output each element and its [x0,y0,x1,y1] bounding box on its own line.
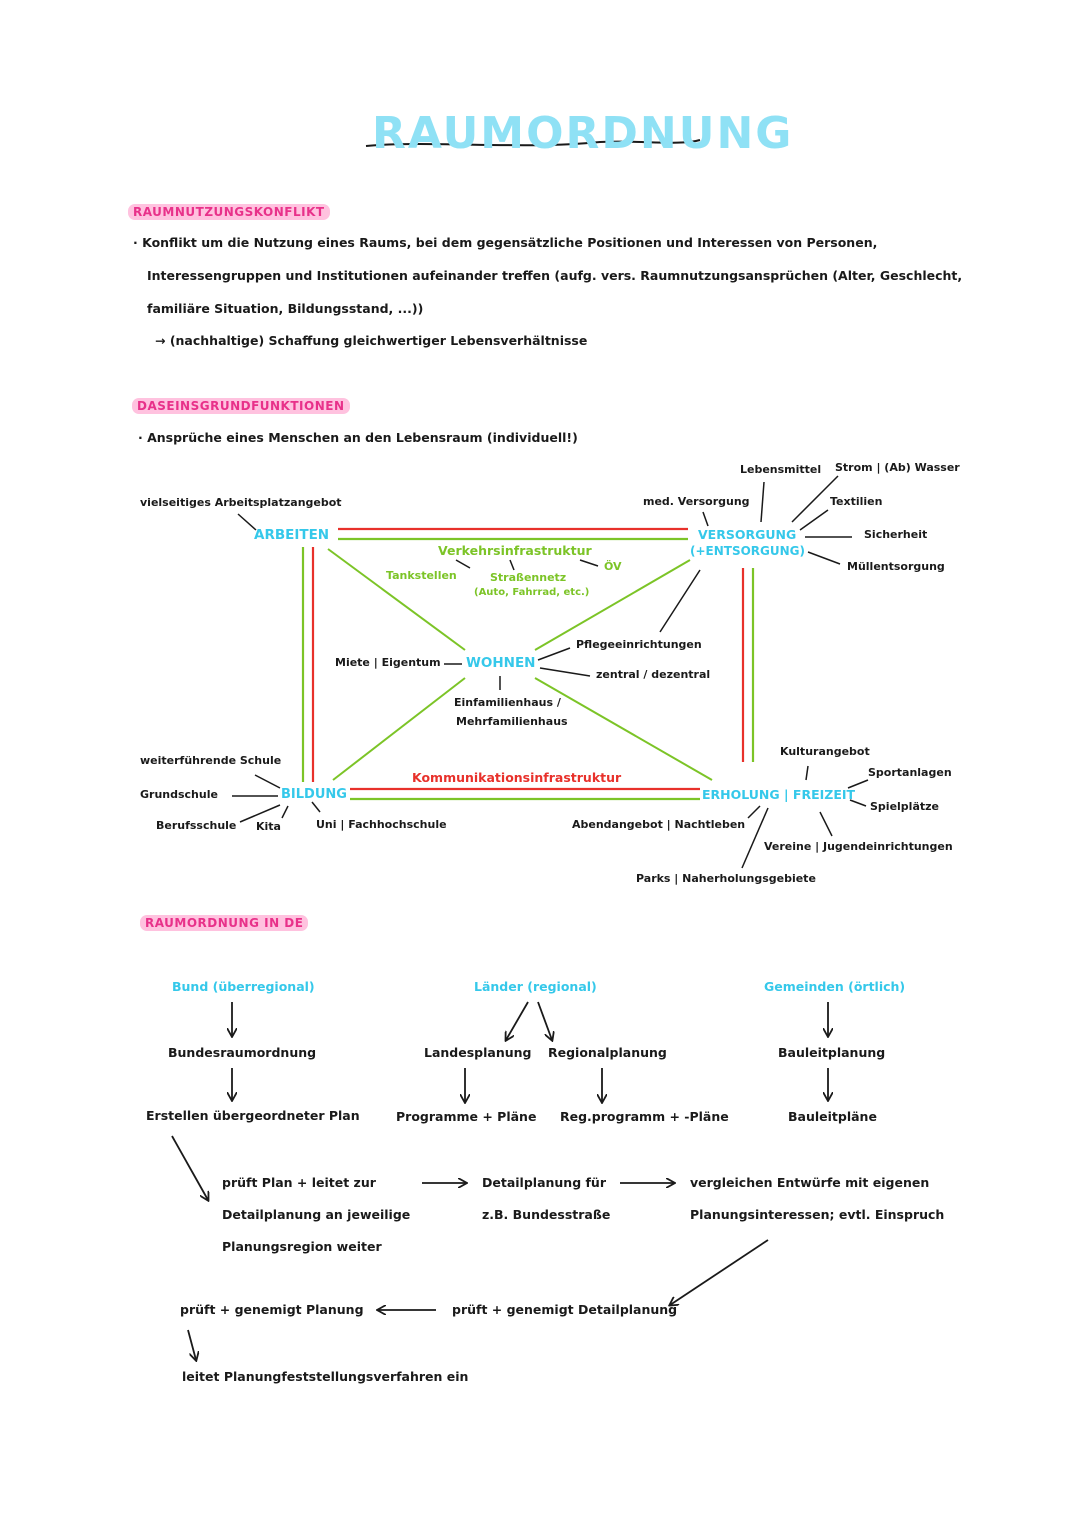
regprogramm-plaene: Reg.programm + -Pläne [560,1109,729,1124]
node-erholung-freizeit: ERHOLUNG | FREIZEIT [702,787,856,802]
page-title: RAUMORDNUNG [372,108,794,159]
functions-frame [301,527,755,801]
detail-connectors [232,475,869,869]
versorgung-strom: Strom | (Ab) Wasser [835,461,960,474]
programme-plaene: Programme + Pläne [396,1109,537,1124]
genehmigt-detailplanung: prüft + genemigt Detailplanung [452,1302,678,1317]
label-verkehrsinfrastruktur: Verkehrsinfrastruktur [438,543,592,558]
label-strassennetz: Straßennetz [490,571,567,584]
wohnen-zentral: zentral / dezentral [596,668,711,681]
erholung-sport: Sportanlagen [868,766,952,779]
detailplanung-2: z.B. Bundesstraße [482,1207,611,1222]
node-entsorgung: (+ENTSORGUNG) [690,544,806,558]
leitet-verfahren: leitet Planungfeststellungsverfahren ein [182,1369,469,1384]
label-oev: ÖV [604,560,622,573]
heading-raumordnung-in-de: RAUMORDNUNG IN DE [140,915,309,931]
konflikt-line-4: → (nachhaltige) Schaffung gleichwertiger… [155,333,588,348]
heading-raumnutzungskonflikt: RAUMNUTZUNGSKONFLIKT [128,204,330,220]
title-strike [365,139,701,147]
genehmigt-planung: prüft + genemigt Planung [180,1302,364,1317]
level-bund: Bund (überregional) [172,979,315,994]
bundesraumordnung: Bundesraumordnung [168,1045,317,1060]
wohnen-miete: Miete | Eigentum [335,656,441,669]
arbeiten-detail: vielseitiges Arbeitsplatzangebot [140,496,342,509]
level-laender: Länder (regional) [474,979,597,994]
erholung-abend: Abendangebot | Nachtleben [572,818,746,831]
erholung-vereine: Vereine | Jugendeinrichtungen [764,840,953,853]
detailplanung-1: Detailplanung für [482,1175,606,1190]
erholung-kultur: Kulturangebot [780,745,870,758]
level-gemeinden: Gemeinden (örtlich) [764,979,906,994]
bauleitplanung: Bauleitplanung [778,1045,886,1060]
versorgung-sicherheit: Sicherheit [864,528,928,541]
wohnen-haus-1: Einfamilienhaus / [454,696,561,709]
bildung-weiterfuehrend: weiterführende Schule [140,754,282,767]
bildung-berufsschule: Berufsschule [156,819,237,832]
heading-daseinsgrundfunktionen: DASEINSGRUNDFUNKTIONEN [132,398,350,414]
vergleichen-2: Planungsinteressen; evtl. Einspruch [690,1207,945,1222]
regionalplanung: Regionalplanung [548,1045,667,1060]
daseins-intro: · Ansprüche eines Menschen an den Lebens… [138,430,578,445]
flow-arrows [171,1001,828,1360]
konflikt-line-3: familiäre Situation, Bildungsstand, ...)… [147,301,424,316]
node-arbeiten: ARBEITEN [254,527,330,543]
erstellen-plan: Erstellen übergeordneter Plan [146,1108,360,1123]
erholung-parks: Parks | Naherholungsgebiete [636,872,816,885]
node-wohnen: WOHNEN [466,655,536,671]
vergleichen-1: vergleichen Entwürfe mit eigenen [690,1175,930,1190]
wohnen-connectors [327,548,713,781]
konflikt-line-2: Interessengruppen und Institutionen aufe… [147,268,963,283]
versorgung-med: med. Versorgung [643,495,750,508]
node-versorgung: VERSORGUNG [698,527,797,542]
prueft-plan-2: Detailplanung an jeweilige [222,1207,411,1222]
label-strassennetz-sub: (Auto, Fahrrad, etc.) [474,587,590,598]
wohnen-pflege: Pflegeeinrichtungen [576,638,702,651]
konflikt-line-1: · Konflikt um die Nutzung eines Raums, b… [133,235,878,250]
node-bildung: BILDUNG [281,787,347,802]
versorgung-textilien: Textilien [830,495,883,508]
label-tankstellen: Tankstellen [386,569,457,582]
erholung-spiel: Spielplätze [870,800,939,813]
versorgung-lebensmittel: Lebensmittel [740,463,822,476]
prueft-plan-3: Planungsregion weiter [222,1239,382,1254]
wohnen-haus-2: Mehrfamilienhaus [456,715,568,728]
bildung-grundschule: Grundschule [140,788,218,801]
label-kommunikationsinfrastruktur: Kommunikationsinfrastruktur [412,770,622,785]
versorgung-muell: Müllentsorgung [847,560,945,573]
bildung-kita: Kita [256,820,281,833]
landesplanung: Landesplanung [424,1045,532,1060]
bildung-uni: Uni | Fachhochschule [316,818,447,831]
prueft-plan-1: prüft Plan + leitet zur [222,1175,376,1190]
bauleitplaene: Bauleitpläne [788,1109,877,1124]
